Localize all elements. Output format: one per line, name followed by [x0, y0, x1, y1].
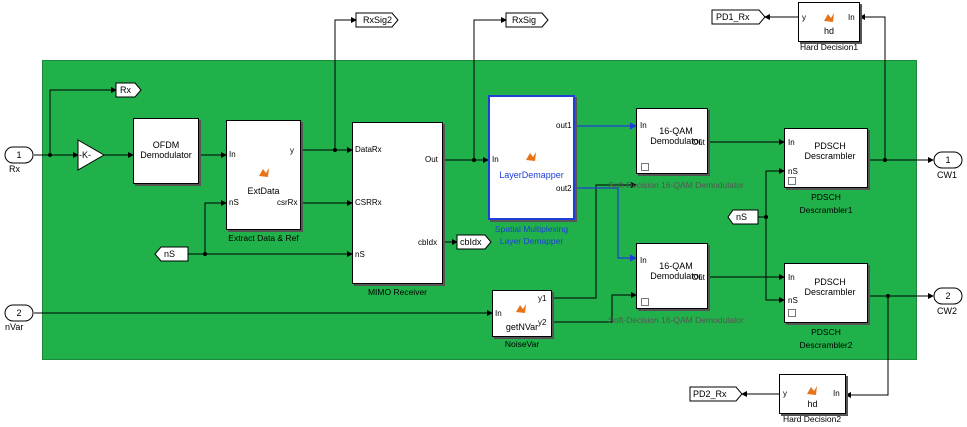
gain-label: -K-: [79, 150, 91, 160]
mimo-port-datarx: DataRx: [355, 145, 382, 154]
desc2-port-ns: nS: [788, 296, 798, 305]
matlab-function-icon: [824, 13, 834, 22]
extract-port-csrrx: csrRx: [277, 198, 298, 207]
extract-port-in: In: [229, 150, 236, 159]
mimo-port-csrrx: CSRRx: [355, 198, 382, 207]
qam1-title: 16-QAM Demodulator: [650, 126, 702, 146]
goto-cbidx: cbIdx: [460, 237, 482, 247]
desc2-title: PDSCH Descrambler: [804, 277, 856, 297]
goto-pd2: PD2_Rx: [693, 389, 727, 399]
goto-rx: Rx: [120, 85, 131, 95]
qam2-caption: Soft-Decision 16-QAM Demodulator: [608, 315, 744, 325]
matlab-function-icon: [259, 168, 269, 177]
layer-port-in: In: [492, 155, 499, 164]
pdsch-descrambler-1-block[interactable]: [784, 128, 868, 188]
noisevar-port-in: In: [495, 309, 502, 318]
desc2-caption-1: PDSCH: [811, 327, 841, 337]
from-ns-right: nS: [736, 212, 748, 222]
gain-block-shape: [77, 139, 106, 171]
mimo-caption: MIMO Receiver: [367, 287, 428, 297]
ofdm-demodulator-label: OFDM Demodulator: [140, 140, 192, 160]
layer-name: LayerDemapper: [499, 170, 564, 180]
layer-port-out1: out1: [556, 121, 572, 130]
inport-1-label: Rx: [9, 164, 20, 174]
desc1-title: PDSCH Descrambler: [804, 141, 856, 161]
qam1-port-in: In: [640, 121, 647, 130]
qam2-title: 16-QAM Demodulator: [650, 261, 702, 281]
inport-2-number: 2: [16, 308, 22, 318]
desc1-caption-1: PDSCH: [811, 192, 841, 202]
library-link-icon: [641, 163, 649, 171]
desc2-port-in: In: [788, 273, 795, 282]
library-link-icon: [641, 298, 649, 306]
library-link-icon: [788, 177, 796, 185]
receiver-subsystem-area: [42, 60, 917, 360]
layer-caption-1: Spatial Multiplexing: [494, 224, 569, 234]
hd2-caption: Hard Decision2: [782, 414, 842, 424]
matlab-function-icon: [807, 386, 817, 395]
qam1-port-out: Out: [692, 138, 705, 147]
qam2-port-in: In: [640, 256, 647, 265]
qam2-port-out: Out: [692, 273, 705, 282]
matlab-function-icon: [526, 152, 536, 161]
hd2-name: hd: [807, 399, 818, 409]
noisevar-block[interactable]: [492, 290, 552, 337]
mimo-port-ns: nS: [355, 250, 365, 259]
mimo-port-cbidx: cbIdx: [418, 238, 438, 247]
matlab-function-icon: [516, 304, 526, 313]
extract-caption: Extract Data & Ref: [228, 233, 299, 243]
noisevar-port-y1: y1: [538, 294, 547, 303]
inport-1-number: 1: [16, 150, 22, 160]
library-link-icon: [788, 309, 796, 317]
desc2-caption-2: Descrambler2: [799, 340, 853, 350]
desc1-port-in: In: [788, 138, 795, 147]
hd2-port-y: y: [783, 389, 787, 398]
ofdm-demodulator-block[interactable]: [133, 118, 199, 184]
from-ns-left: nS: [164, 249, 176, 259]
noisevar-port-y2: y2: [538, 318, 547, 327]
extract-port-y: y: [290, 146, 294, 155]
inport-2-label: nVar: [5, 322, 24, 332]
hd1-name: hd: [823, 26, 834, 36]
mimo-receiver-block[interactable]: [352, 122, 443, 284]
goto-rxsig2: RxSig2: [363, 15, 393, 25]
qam1-caption: Soft-Decision 16-QAM Demodulator: [608, 180, 744, 190]
hd2-port-in: In: [833, 389, 840, 398]
hd1-caption: Hard Decision1: [799, 42, 859, 52]
noisevar-caption: NoiseVar: [504, 339, 540, 349]
desc1-caption-2: Descrambler1: [799, 205, 853, 215]
outport-2-label: CW2: [937, 306, 957, 316]
outport-1-label: CW1: [937, 170, 957, 180]
desc1-port-ns: nS: [788, 167, 798, 176]
layer-port-out2: out2: [556, 184, 572, 193]
goto-pd1: PD1_Rx: [716, 12, 750, 22]
outport-1-number: 1: [945, 155, 951, 165]
mimo-port-out: Out: [425, 155, 438, 164]
hard-decision-1-block[interactable]: [798, 2, 860, 42]
extract-name: ExtData: [247, 186, 280, 196]
noisevar-name: getNVar: [505, 322, 539, 332]
outport-2-number: 2: [945, 291, 951, 301]
extract-port-ns: nS: [229, 198, 239, 207]
goto-rxsig: RxSig: [512, 15, 537, 25]
pdsch-descrambler-2-block[interactable]: [784, 263, 868, 323]
hd1-port-y: y: [802, 13, 806, 22]
hd1-port-in: In: [848, 13, 855, 22]
layer-caption-2: Layer Demapper: [499, 236, 564, 246]
